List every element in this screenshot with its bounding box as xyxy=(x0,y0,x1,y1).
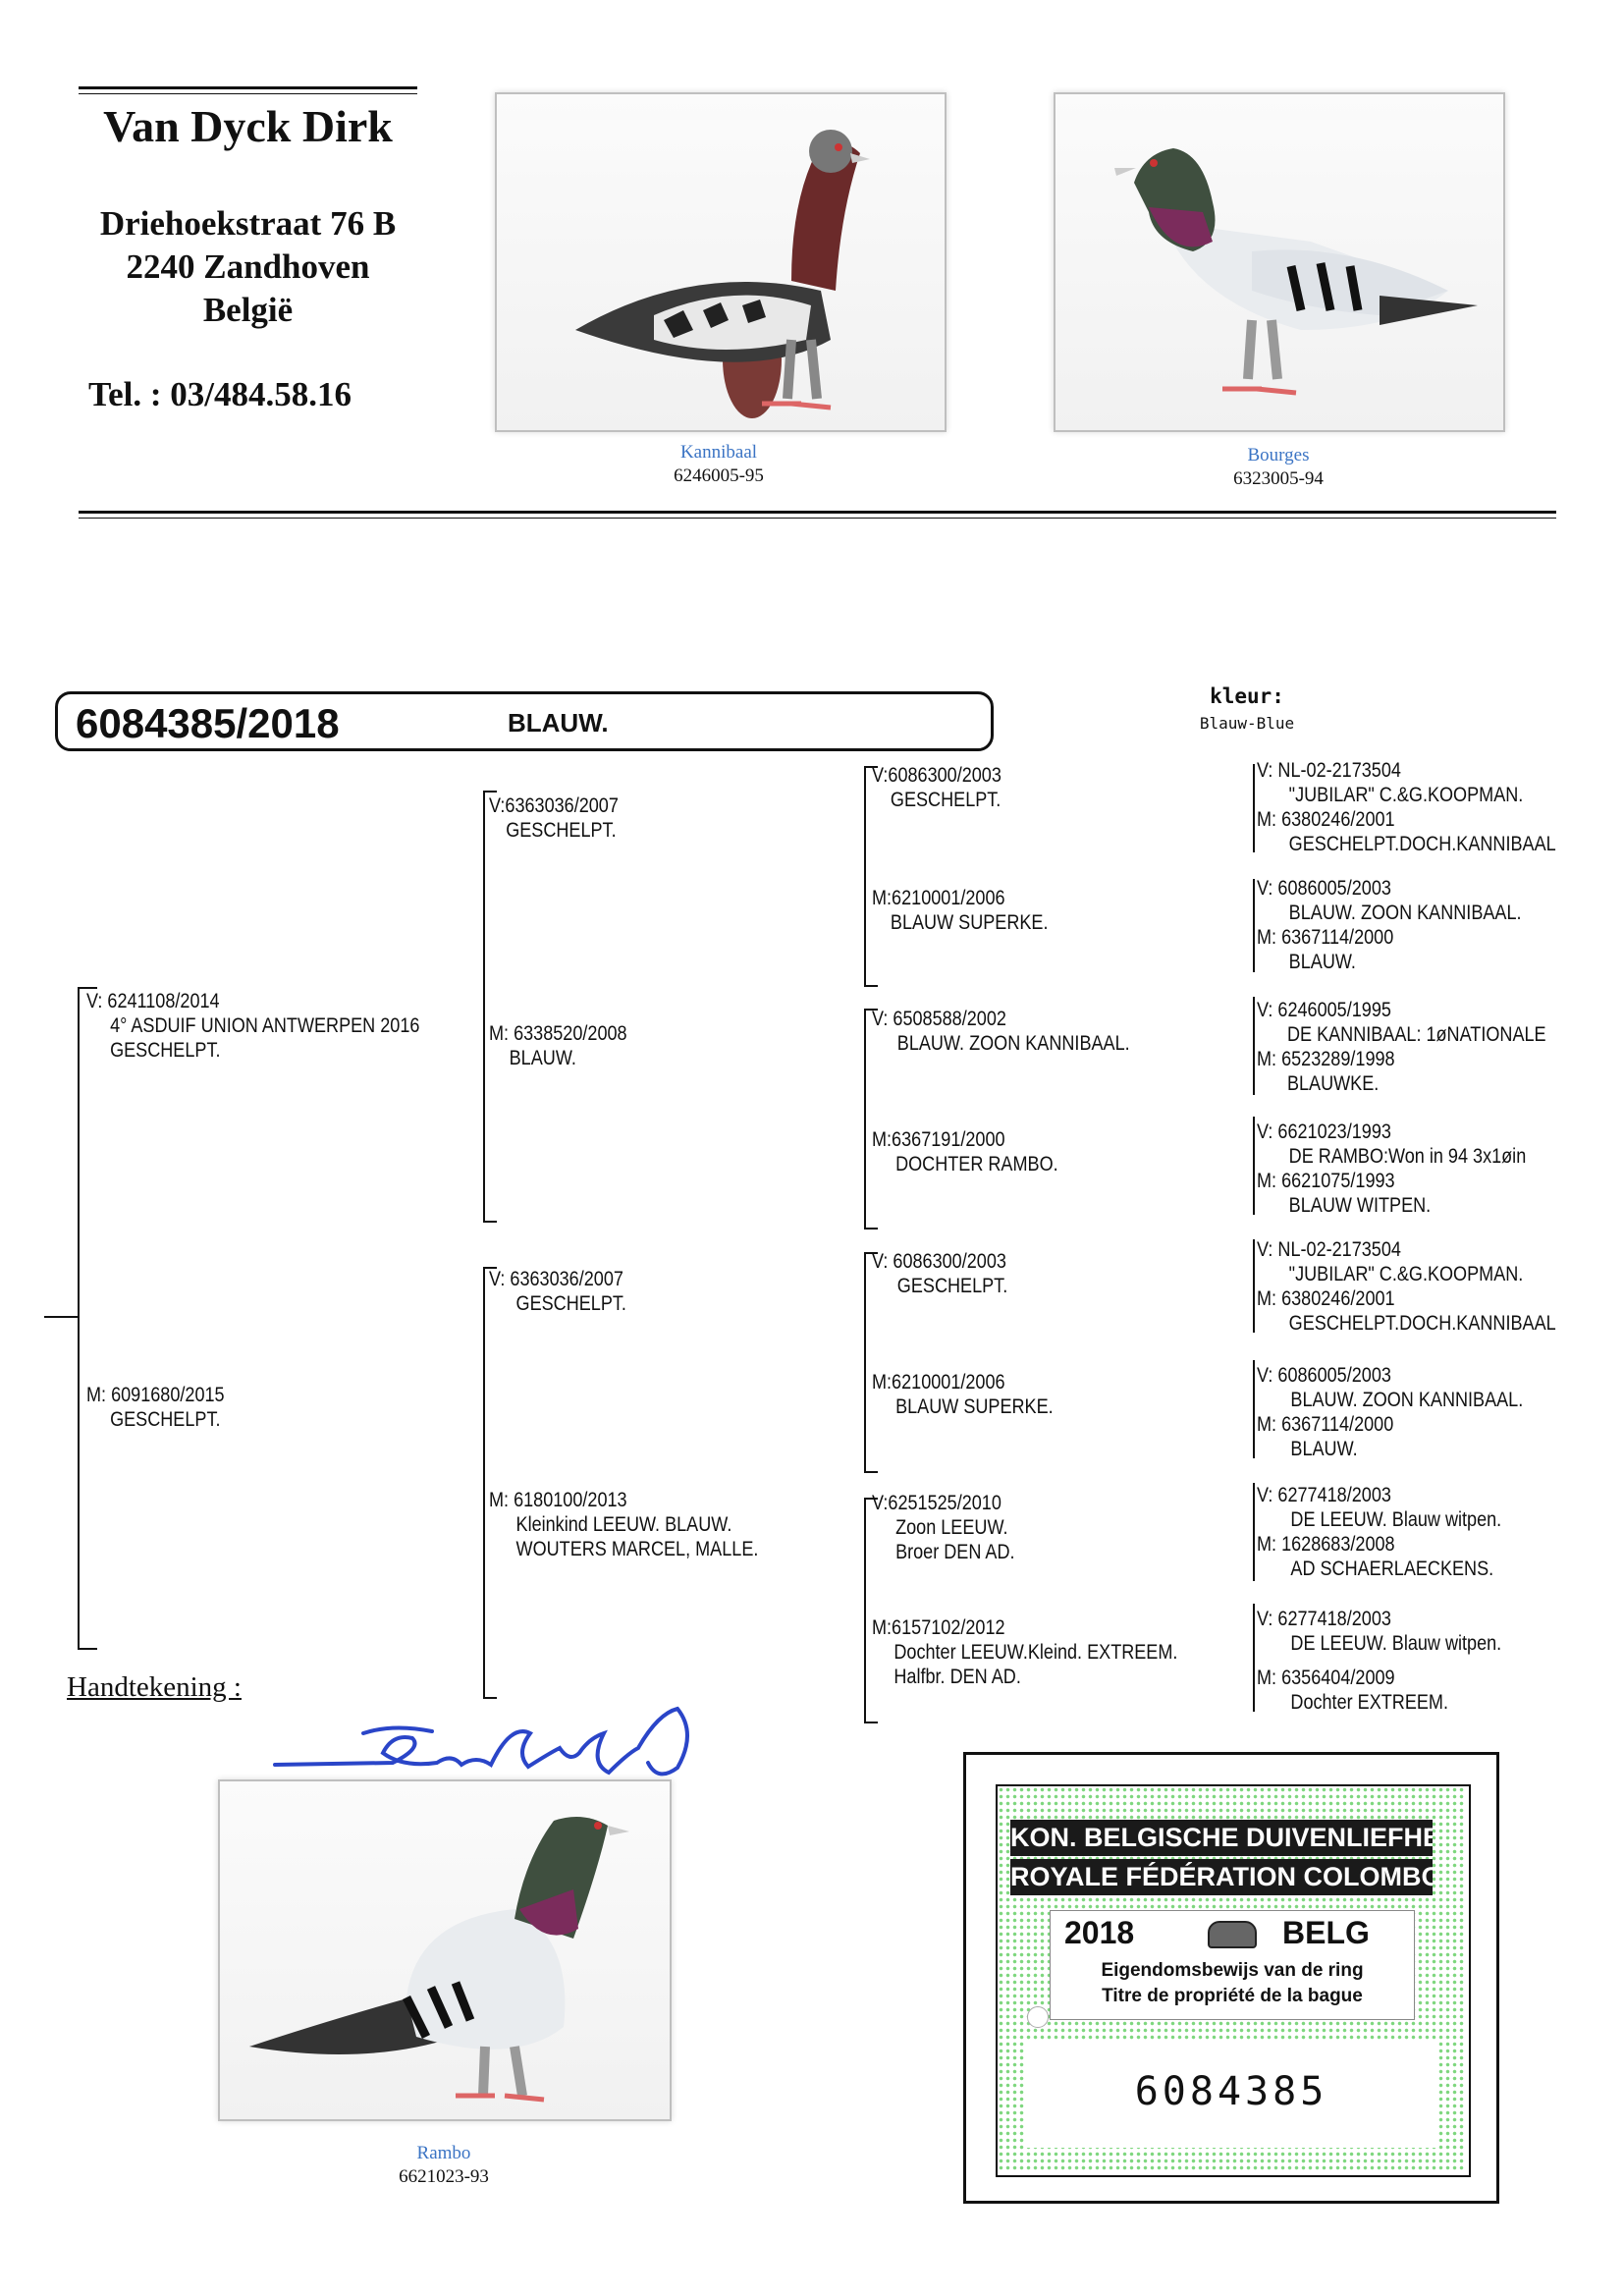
tree-bracket-g3-c xyxy=(864,1252,866,1473)
card-country: BELG xyxy=(1282,1915,1370,1950)
pigeon-image-kannibaal xyxy=(575,130,870,418)
photo-bourges xyxy=(1054,92,1505,432)
card-title-nl: Eigendomsbewijs van de ring xyxy=(1101,1960,1364,1981)
caption-name-rambo: Rambo xyxy=(416,2143,471,2163)
pigeon-image-rambo xyxy=(249,1817,629,2103)
pedigree-g3-entry: M:6367191/2000 DOCHTER RAMBO. xyxy=(872,1128,1058,1175)
pedigree-g2-entry: M: 6180100/2013 Kleinkind LEEUW. BLAUW. … xyxy=(489,1489,759,1560)
pigeon-ring-number: 6084385/2018 xyxy=(76,700,340,746)
signature-label: Handtekening : xyxy=(67,1671,242,1703)
card-year: 2018 xyxy=(1064,1915,1135,1950)
photo-rambo xyxy=(218,1779,672,2121)
breeder-city: 2240 Zandhoven xyxy=(126,247,370,286)
tree-bracket-g1 xyxy=(78,987,80,1650)
card-ring-number: 6084385 xyxy=(1134,2069,1328,2114)
crown-icon xyxy=(1208,1921,1257,1948)
card-federation-nl: KON. BELGISCHE DUIVENLIEFHEBBERSBOND xyxy=(1010,1820,1433,1856)
pedigree-g3-entry: M:6210001/2006 BLAUW SUPERKE. xyxy=(872,1371,1054,1418)
pedigree-g4-pair: V: 6246005/1995 DE KANNIBAAL: 1øNATIONAL… xyxy=(1257,999,1546,1095)
header-rule-top xyxy=(79,86,417,89)
pedigree-g2-entry: V:6363036/2007 GESCHELPT. xyxy=(489,794,619,842)
tree-bracket-g4-4 xyxy=(1253,1117,1255,1215)
tree-stub-root xyxy=(44,1316,78,1318)
photo-kannibaal xyxy=(495,92,947,432)
color-value: Blauw-Blue xyxy=(1199,714,1295,733)
card-inner-border xyxy=(996,1784,1471,2177)
breeder-country: België xyxy=(202,291,294,329)
pedigree-g2-entry: V: 6363036/2007 GESCHELPT. xyxy=(489,1268,626,1315)
pedigree-dam: M: 6091680/2015 GESCHELPT. xyxy=(86,1384,225,1431)
card-punch-hole xyxy=(1027,2006,1049,2028)
tree-bracket-g4-8 xyxy=(1253,1604,1255,1712)
caption-ring-rambo: 6621023-93 xyxy=(399,2166,489,2187)
pedigree-g3-entry: V: 6508588/2002 BLAUW. ZOON KANNIBAAL. xyxy=(872,1008,1130,1055)
pedigree-g4-pair: V: 6086005/2003 BLAUW. ZOON KANNIBAAL. M… xyxy=(1257,1364,1524,1460)
card-ring-area: 6084385 xyxy=(1025,2040,1437,2148)
pedigree-g4-pair: V: 6277418/2003 DE LEEUW. Blauw witpen. … xyxy=(1257,1484,1502,1580)
tree-bracket-g3-a xyxy=(864,766,866,987)
pedigree-g4-pair: V: NL-02-2173504 "JUBILAR" C.&G.KOOPMAN.… xyxy=(1257,1238,1556,1335)
tree-bracket-g3-d xyxy=(864,1498,866,1723)
ownership-card: KON. BELGISCHE DUIVENLIEFHEBBERSBOND ROY… xyxy=(963,1752,1499,2204)
color-label: kleur: xyxy=(1210,684,1284,708)
breeder-address: Driehoekstraat 76 B 2240 Zandhoven Belgi… xyxy=(59,202,437,332)
breeder-phone: Tel. : 03/484.58.16 xyxy=(88,375,352,413)
pedigree-g3-entry: V:6086300/2003 GESCHELPT. xyxy=(872,764,1001,811)
breeder-name: Van Dyck Dirk xyxy=(103,101,393,151)
separator-rule-thin xyxy=(79,518,1556,519)
pedigree-g4-pair: V: 6086005/2003 BLAUW. ZOON KANNIBAAL. M… xyxy=(1257,877,1522,973)
pedigree-g4-pair: V: 6277418/2003 DE LEEUW. Blauw witpen. … xyxy=(1257,1608,1502,1714)
caption-ring-bourges: 6323005-94 xyxy=(1233,468,1324,489)
tree-bracket-g2-b xyxy=(483,1267,485,1699)
caption-ring-kannibaal: 6246005-95 xyxy=(674,465,764,486)
pedigree-g4-pair: V: 6621023/1993 DE RAMBO:Won in 94 3x1øi… xyxy=(1257,1121,1527,1217)
pedigree-sire: V: 6241108/2014 4° ASDUIF UNION ANTWERPE… xyxy=(86,990,420,1062)
tree-bracket-g4-2 xyxy=(1253,879,1255,972)
tree-bracket-g4-6 xyxy=(1253,1360,1255,1458)
tree-bracket-g3-b xyxy=(864,1009,866,1230)
pedigree-g3-entry: M:6210001/2006 BLAUW SUPERKE. xyxy=(872,887,1049,934)
caption-name-bourges: Bourges xyxy=(1247,445,1310,465)
breeder-street: Driehoekstraat 76 B xyxy=(99,204,397,243)
card-year-box: 2018 BELG Eigendomsbewijs van de ring Ti… xyxy=(1050,1910,1415,2020)
pigeon-image-bourges xyxy=(1114,148,1478,396)
caption-name-kannibaal: Kannibaal xyxy=(679,442,758,463)
header-rule-top-thin xyxy=(79,93,417,94)
card-title-fr: Titre de propriété de la bague xyxy=(1102,1986,1363,2006)
tree-bracket-g4-5 xyxy=(1253,1239,1255,1333)
pedigree-g3-entry: V:6251525/2010 Zoon LEEUW. Broer DEN AD. xyxy=(872,1492,1015,1563)
ring-number-bar: 6084385/2018 BLAUW. xyxy=(55,691,994,751)
tree-bracket-g4-3 xyxy=(1253,997,1255,1095)
pedigree-g3-entry: V: 6086300/2003 GESCHELPT. xyxy=(872,1250,1008,1297)
tree-bracket-g4-7 xyxy=(1253,1483,1255,1581)
tree-bracket-g2-a xyxy=(483,791,485,1223)
separator-rule xyxy=(79,511,1556,514)
pedigree-g4-pair: V: NL-02-2173504 "JUBILAR" C.&G.KOOPMAN.… xyxy=(1257,759,1556,855)
pedigree-g2-entry: M: 6338520/2008 BLAUW. xyxy=(489,1022,627,1069)
pedigree-g3-entry: M:6157102/2012 Dochter LEEUW.Kleind. EXT… xyxy=(872,1616,1178,1688)
tree-bracket-g4-1 xyxy=(1253,764,1255,852)
signature-image xyxy=(273,1706,689,1777)
pigeon-color: BLAUW. xyxy=(508,708,609,738)
